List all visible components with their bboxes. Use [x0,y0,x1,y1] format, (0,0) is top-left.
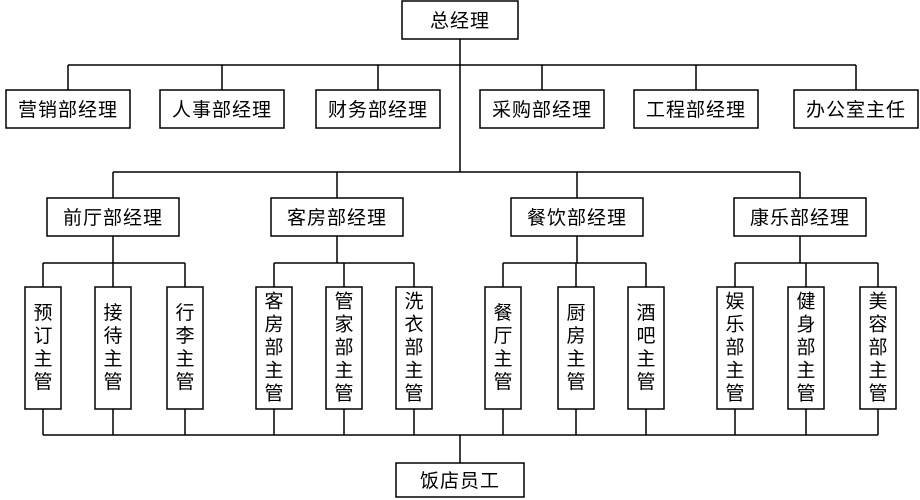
dept-manager-1-label: 客房部经理 [287,207,387,229]
supervisor-0-1-box [94,286,132,410]
top-manager-1-label: 人事部经理 [172,99,272,121]
supervisor-0-1: 接待主管 [94,286,132,410]
supervisor-0-2-label: 行李主管 [175,302,194,393]
supervisor-2-2-label: 酒吧主管 [636,302,655,393]
supervisor-1-2-box [395,286,433,410]
supervisor-3-1-box [787,286,825,410]
supervisor-3-0: 娱乐部主管 [716,286,754,410]
dept-manager-0-box [46,197,180,237]
supervisor-1-1-label: 管家部主管 [334,291,353,405]
supervisor-1-0-label: 客房部主管 [264,291,283,405]
staff: 饭店员工 [395,462,525,498]
top-manager-5-label: 办公室主任 [806,99,906,121]
supervisor-2-0-label: 餐厅主管 [493,302,512,393]
dept-manager-1-box [270,197,404,237]
top-manager-4-label: 工程部经理 [646,99,746,121]
connector-lines [42,39,879,463]
supervisor-3-0-box [716,286,754,410]
top-manager-5-box [793,89,919,129]
supervisor-0-2-box [166,286,204,410]
supervisor-0-0-box [24,286,62,410]
supervisor-2-2-box [627,286,665,410]
top-manager-3-box [479,89,605,129]
top-manager-3: 采购部经理 [479,89,605,129]
top-manager-0-label: 营销部经理 [18,99,118,121]
top-manager-0: 营销部经理 [5,89,131,129]
top-manager-5: 办公室主任 [793,89,919,129]
dept-manager-3-box [733,197,867,237]
dept-manager-3: 康乐部经理 [733,197,867,237]
supervisor-1-1: 管家部主管 [325,286,363,410]
dept-manager-0: 前厅部经理 [46,197,180,237]
top-manager-0-box [5,89,131,129]
dept-manager-3-label: 康乐部经理 [750,207,850,229]
top-manager-4: 工程部经理 [633,89,759,129]
supervisor-2-1: 厨房主管 [557,286,595,410]
general-manager: 总经理 [401,0,519,40]
top-manager-2-box [315,89,441,129]
supervisor-3-1-label: 健身部主管 [796,291,815,405]
top-manager-3-label: 采购部经理 [492,99,592,121]
supervisor-2-0-box [484,286,522,410]
supervisor-2-2: 酒吧主管 [627,286,665,410]
general-manager-label: 总经理 [430,10,490,32]
supervisor-3-2: 美容部主管 [859,286,897,410]
dept-manager-2-box [510,197,644,237]
supervisor-0-0-label: 预订主管 [33,302,52,393]
supervisor-1-2-label: 洗衣部主管 [404,291,423,405]
supervisor-3-0-label: 娱乐部主管 [725,291,744,405]
dept-manager-0-label: 前厅部经理 [63,207,163,229]
supervisor-1-0: 客房部主管 [255,286,293,410]
supervisor-3-2-label: 美容部主管 [868,291,887,405]
dept-manager-2: 餐饮部经理 [510,197,644,237]
general-manager-box [401,0,519,40]
staff-label: 饭店员工 [420,470,500,492]
top-manager-2: 财务部经理 [315,89,441,129]
supervisor-0-0: 预订主管 [24,286,62,410]
supervisor-2-1-box [557,286,595,410]
dept-manager-1: 客房部经理 [270,197,404,237]
top-manager-1: 人事部经理 [159,89,285,129]
supervisor-1-1-box [325,286,363,410]
supervisor-0-1-label: 接待主管 [103,302,122,393]
dept-manager-2-label: 餐饮部经理 [527,207,627,229]
supervisor-3-1: 健身部主管 [787,286,825,410]
supervisor-1-2: 洗衣部主管 [395,286,433,410]
top-manager-1-box [159,89,285,129]
staff-box [395,462,525,498]
top-manager-2-label: 财务部经理 [328,99,428,121]
supervisor-0-2: 行李主管 [166,286,204,410]
top-manager-4-box [633,89,759,129]
supervisor-1-0-box [255,286,293,410]
supervisor-2-1-label: 厨房主管 [566,302,585,393]
supervisor-3-2-box [859,286,897,410]
supervisor-2-0: 餐厅主管 [484,286,522,410]
